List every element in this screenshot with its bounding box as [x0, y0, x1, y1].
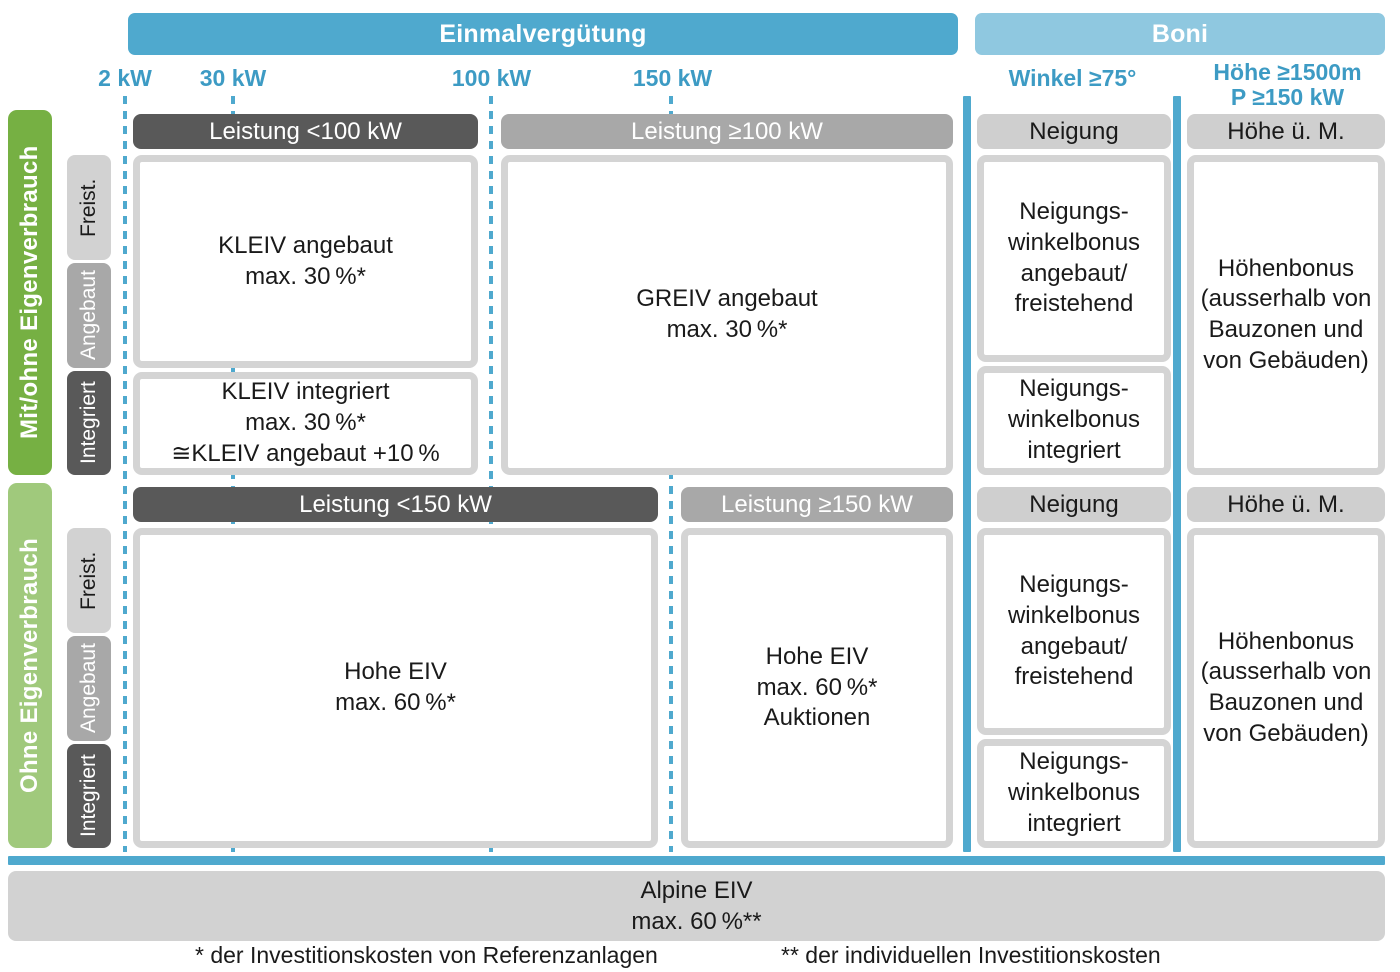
scale-tick-100kw-label: 100 kW [451, 65, 532, 91]
row-label-ohne-eigenverbrauch: Ohne Eigenverbrauch [8, 483, 52, 848]
box-r1-neigungswinkelbonus-angebaut-text: Neigungs- winkelbonus angebaut/ freisteh… [1007, 198, 1141, 318]
box-kleiv-angebaut-text: KLEIV angebaut max. 30 %* [218, 231, 393, 290]
strip-r1-leistung-lt100: Leistung <100 kW [133, 114, 478, 149]
strip-r2-leistung-lt150: Leistung <150 kW [133, 487, 658, 522]
boni-condition-hoehe-line1: Höhe ≥1500m [1213, 59, 1362, 85]
strip-r1-hoehe-label: Höhe ü. M. [1227, 117, 1345, 145]
type-label-r2-integriert-text: Integriert [77, 754, 100, 838]
row-label-mit-ohne-eigenverbrauch-text: Mit/ohne Eigenverbrauch [16, 145, 43, 440]
box-r2-neigungswinkelbonus-angebaut-text: Neigungs- winkelbonus angebaut/ freisteh… [1007, 571, 1141, 691]
footnote-two-text: ** der individuellen Investitionskosten [781, 942, 1161, 968]
type-label-r2-freist-text: Freist. [77, 551, 100, 610]
boni-condition-winkel: Winkel ≥75° [975, 66, 1170, 91]
box-r1-neigungswinkelbonus-integriert: Neigungs- winkelbonus integriert [977, 366, 1171, 475]
strip-r2-hoehe: Höhe ü. M. [1187, 487, 1385, 522]
type-label-r2-angebaut: Angebaut [67, 636, 111, 741]
guide-line-2kw [123, 96, 127, 852]
strip-r2-neigung: Neigung [977, 487, 1171, 522]
scale-tick-150kw: 150 kW [615, 66, 730, 91]
strip-r1-leistung-ge100: Leistung ≥100 kW [501, 114, 953, 149]
strip-r2-leistung-ge150-label: Leistung ≥150 kW [721, 490, 913, 518]
strip-r1-hoehe: Höhe ü. M. [1187, 114, 1385, 149]
category-bar-einmalverguetung-label: Einmalvergütung [439, 19, 647, 48]
type-label-r2-integriert: Integriert [67, 744, 111, 848]
box-hohe-eiv-ge150: Hohe EIV max. 60 %* Auktionen [681, 528, 953, 848]
scale-tick-30kw: 30 kW [183, 66, 283, 91]
strip-r1-leistung-lt100-label: Leistung <100 kW [209, 117, 402, 145]
strip-r1-neigung-label: Neigung [1029, 117, 1119, 145]
boni-condition-hoehe-line2: P ≥150 kW [1230, 83, 1345, 110]
box-kleiv-integriert-text: KLEIV integriert max. 30 %* ≅KLEIV angeb… [171, 378, 440, 467]
type-label-r1-freist: Freist. [67, 155, 111, 260]
box-hohe-eiv-lt150: Hohe EIV max. 60 %* [133, 528, 658, 848]
type-label-r1-integriert: Integriert [67, 371, 111, 475]
footnote-one-text: * der Investitionskosten von Referenzanl… [195, 942, 658, 968]
bottom-divider-rule [8, 856, 1385, 865]
box-hohe-eiv-ge150-text: Hohe EIV max. 60 %* Auktionen [756, 642, 878, 732]
guide-line-100kw [489, 96, 493, 852]
type-label-r1-angebaut: Angebaut [67, 263, 111, 368]
strip-r2-leistung-ge150: Leistung ≥150 kW [681, 487, 953, 522]
box-r2-hoehenbonus: Höhenbonus (ausserhalb von Bauzonen und … [1187, 528, 1385, 848]
footnote-one: * der Investitionskosten von Referenzanl… [195, 942, 658, 969]
scale-tick-150kw-label: 150 kW [632, 65, 713, 91]
scale-tick-30kw-label: 30 kW [199, 65, 267, 91]
row-label-ohne-eigenverbrauch-text: Ohne Eigenverbrauch [16, 537, 43, 794]
scale-tick-2kw-label: 2 kW [98, 65, 152, 91]
box-kleiv-angebaut: KLEIV angebaut max. 30 %* [133, 155, 478, 368]
box-hohe-eiv-lt150-text: Hohe EIV max. 60 %* [335, 658, 456, 716]
strip-r2-neigung-label: Neigung [1029, 490, 1119, 518]
scale-tick-2kw: 2 kW [75, 66, 175, 91]
footnote-two: ** der individuellen Investitionskosten [781, 942, 1161, 969]
category-bar-boni: Boni [975, 13, 1385, 55]
scale-tick-100kw: 100 kW [434, 66, 549, 91]
boni-condition-winkel-label: Winkel ≥75° [1008, 65, 1137, 91]
strip-r1-neigung: Neigung [977, 114, 1171, 149]
type-label-r1-integriert-text: Integriert [77, 381, 100, 465]
box-r2-neigungswinkelbonus-angebaut: Neigungs- winkelbonus angebaut/ freisteh… [977, 528, 1171, 735]
strip-r1-leistung-ge100-label: Leistung ≥100 kW [631, 117, 823, 145]
type-label-r1-freist-text: Freist. [77, 178, 100, 237]
box-r2-neigungswinkelbonus-integriert-text: Neigungs- winkelbonus integriert [1007, 748, 1141, 837]
boni-condition-hoehe: Höhe ≥1500m P ≥150 kW [1185, 60, 1390, 110]
type-label-r2-freist: Freist. [67, 528, 111, 633]
box-greiv-angebaut: GREIV angebaut max. 30 %* [501, 155, 953, 475]
separator-boni-right [1173, 96, 1181, 852]
type-label-r2-angebaut-text: Angebaut [77, 643, 100, 734]
row-label-mit-ohne-eigenverbrauch: Mit/ohne Eigenverbrauch [8, 110, 52, 475]
box-r1-hoehenbonus-text: Höhenbonus (ausserhalb von Bauzonen und … [1200, 254, 1372, 374]
box-r1-hoehenbonus: Höhenbonus (ausserhalb von Bauzonen und … [1187, 155, 1385, 475]
separator-boni-left [963, 96, 971, 852]
box-kleiv-integriert: KLEIV integriert max. 30 %* ≅KLEIV angeb… [133, 372, 478, 475]
category-bar-einmalverguetung: Einmalvergütung [128, 13, 958, 55]
box-greiv-angebaut-text: GREIV angebaut max. 30 %* [636, 285, 818, 343]
type-label-r1-angebaut-text: Angebaut [77, 270, 100, 361]
box-r2-hoehenbonus-text: Höhenbonus (ausserhalb von Bauzonen und … [1200, 627, 1372, 747]
box-alpine-eiv-text: Alpine EIV max. 60 %** [631, 876, 762, 935]
box-alpine-eiv: Alpine EIV max. 60 %** [8, 871, 1385, 941]
box-r2-neigungswinkelbonus-integriert: Neigungs- winkelbonus integriert [977, 739, 1171, 848]
category-bar-boni-label: Boni [1151, 19, 1209, 48]
box-r1-neigungswinkelbonus-integriert-text: Neigungs- winkelbonus integriert [1007, 375, 1141, 464]
strip-r2-leistung-lt150-label: Leistung <150 kW [299, 490, 492, 518]
box-r1-neigungswinkelbonus-angebaut: Neigungs- winkelbonus angebaut/ freisteh… [977, 155, 1171, 362]
strip-r2-hoehe-label: Höhe ü. M. [1227, 490, 1345, 518]
